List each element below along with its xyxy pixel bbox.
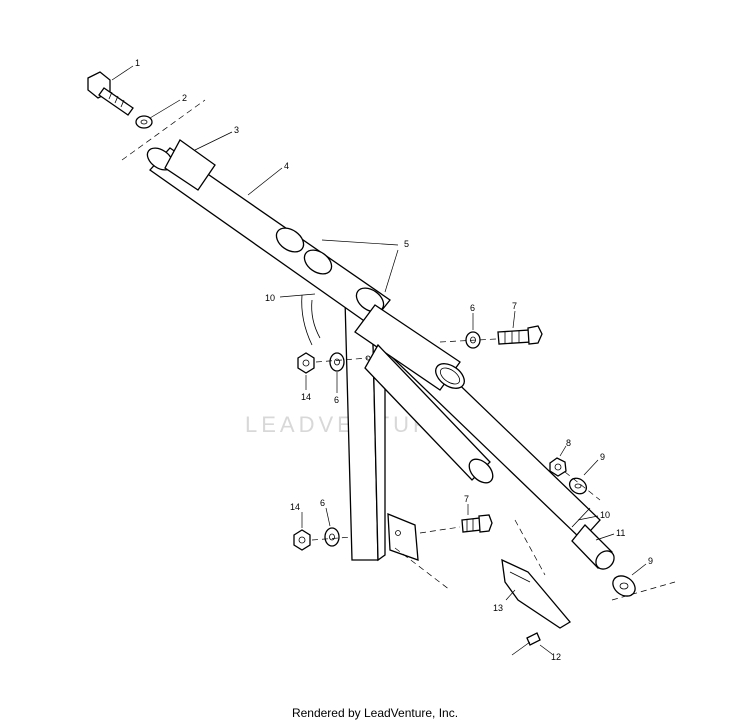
leader-lines: [111, 65, 647, 655]
washer-9-upper: [568, 477, 588, 495]
washer-6-lower: [324, 527, 340, 547]
bolt-7-lower: [461, 514, 493, 533]
callout-14-upper: 14: [301, 392, 311, 402]
washer-6-middle: [329, 352, 345, 372]
callout-3: 3: [234, 125, 239, 135]
callout-7-upper: 7: [512, 301, 517, 311]
bracket-plate: [387, 513, 419, 561]
callout-6-upper: 6: [470, 303, 475, 313]
callout-10-lower: 10: [600, 510, 610, 520]
nut-14-upper: [297, 352, 315, 374]
washer-9-lower: [612, 575, 636, 597]
callout-4: 4: [284, 161, 289, 171]
callout-2: 2: [182, 93, 187, 103]
callout-10-upper: 10: [265, 293, 275, 303]
centerline-1: [121, 99, 206, 161]
bolt-7-upper: [497, 325, 543, 345]
callout-6-middle: 6: [334, 395, 339, 405]
pin-12: [511, 632, 541, 656]
callout-1: 1: [135, 58, 140, 68]
blade-13: [501, 558, 571, 629]
callout-labels: 1 2 3 4 5 10 6 7 14 6 8 9 10 11 9 14 6 7…: [135, 58, 653, 662]
nut-14-lower: [293, 529, 311, 551]
handlebar-assembly: [146, 139, 494, 484]
callout-7-lower: 7: [464, 494, 469, 504]
callout-14-lower: 14: [290, 502, 300, 512]
callout-8: 8: [566, 438, 571, 448]
callout-9-upper: 9: [600, 452, 605, 462]
callout-5: 5: [404, 239, 409, 249]
washer-2: [135, 115, 153, 129]
nut-8: [549, 457, 567, 477]
callout-6-lower: 6: [320, 498, 325, 508]
callout-12: 12: [551, 652, 561, 662]
footer-credit: Rendered by LeadVenture, Inc.: [291, 706, 459, 720]
bolt-1: [87, 71, 134, 116]
callout-13: 13: [493, 603, 503, 613]
callout-9-lower: 9: [648, 556, 653, 566]
callout-11: 11: [616, 528, 625, 538]
